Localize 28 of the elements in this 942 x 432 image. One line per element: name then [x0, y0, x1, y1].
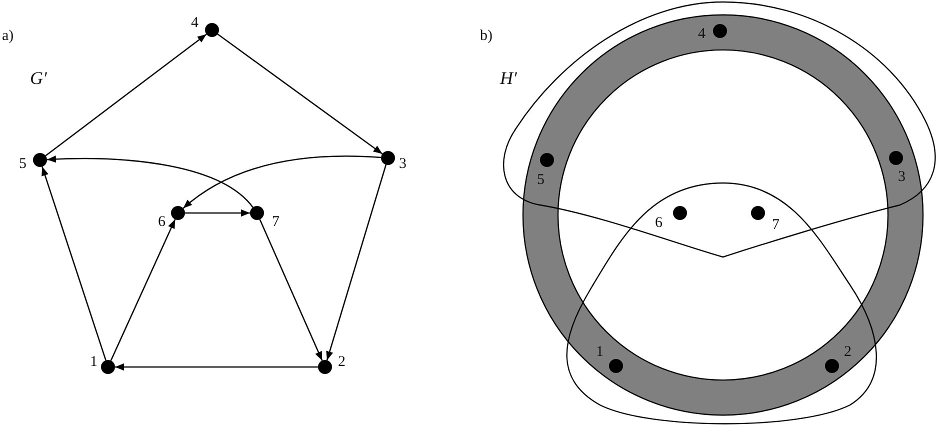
vertex-number: 6 [158, 215, 166, 230]
vertex-number: 3 [399, 157, 406, 172]
arrow [217, 34, 383, 154]
arrow [45, 34, 207, 156]
graph-name: H′ [500, 68, 517, 88]
arrow [46, 156, 254, 208]
panel-label: a) [2, 28, 14, 45]
vertex-number: 4 [698, 27, 706, 42]
vertex-number: 7 [272, 215, 280, 230]
arrow [259, 219, 323, 361]
vertex-number: 5 [19, 157, 26, 172]
panel-label: b) [480, 28, 492, 45]
arrow [182, 156, 382, 209]
arrow [185, 209, 250, 217]
arrow [326, 164, 387, 360]
vertex-number: 2 [338, 355, 346, 370]
vertex-number: 3 [898, 170, 906, 185]
vertex-number: 1 [90, 355, 98, 370]
vertex-number: 7 [772, 218, 780, 233]
vertex-number: 4 [191, 16, 198, 31]
vertex-number: 1 [596, 345, 604, 360]
vertex-number: 2 [844, 345, 852, 360]
arrow [115, 363, 318, 371]
arrow [42, 166, 106, 361]
vertex-number: 6 [655, 216, 662, 231]
graph-name: G′ [30, 68, 47, 88]
arrow [110, 219, 176, 361]
vertex-number: 5 [537, 173, 544, 188]
